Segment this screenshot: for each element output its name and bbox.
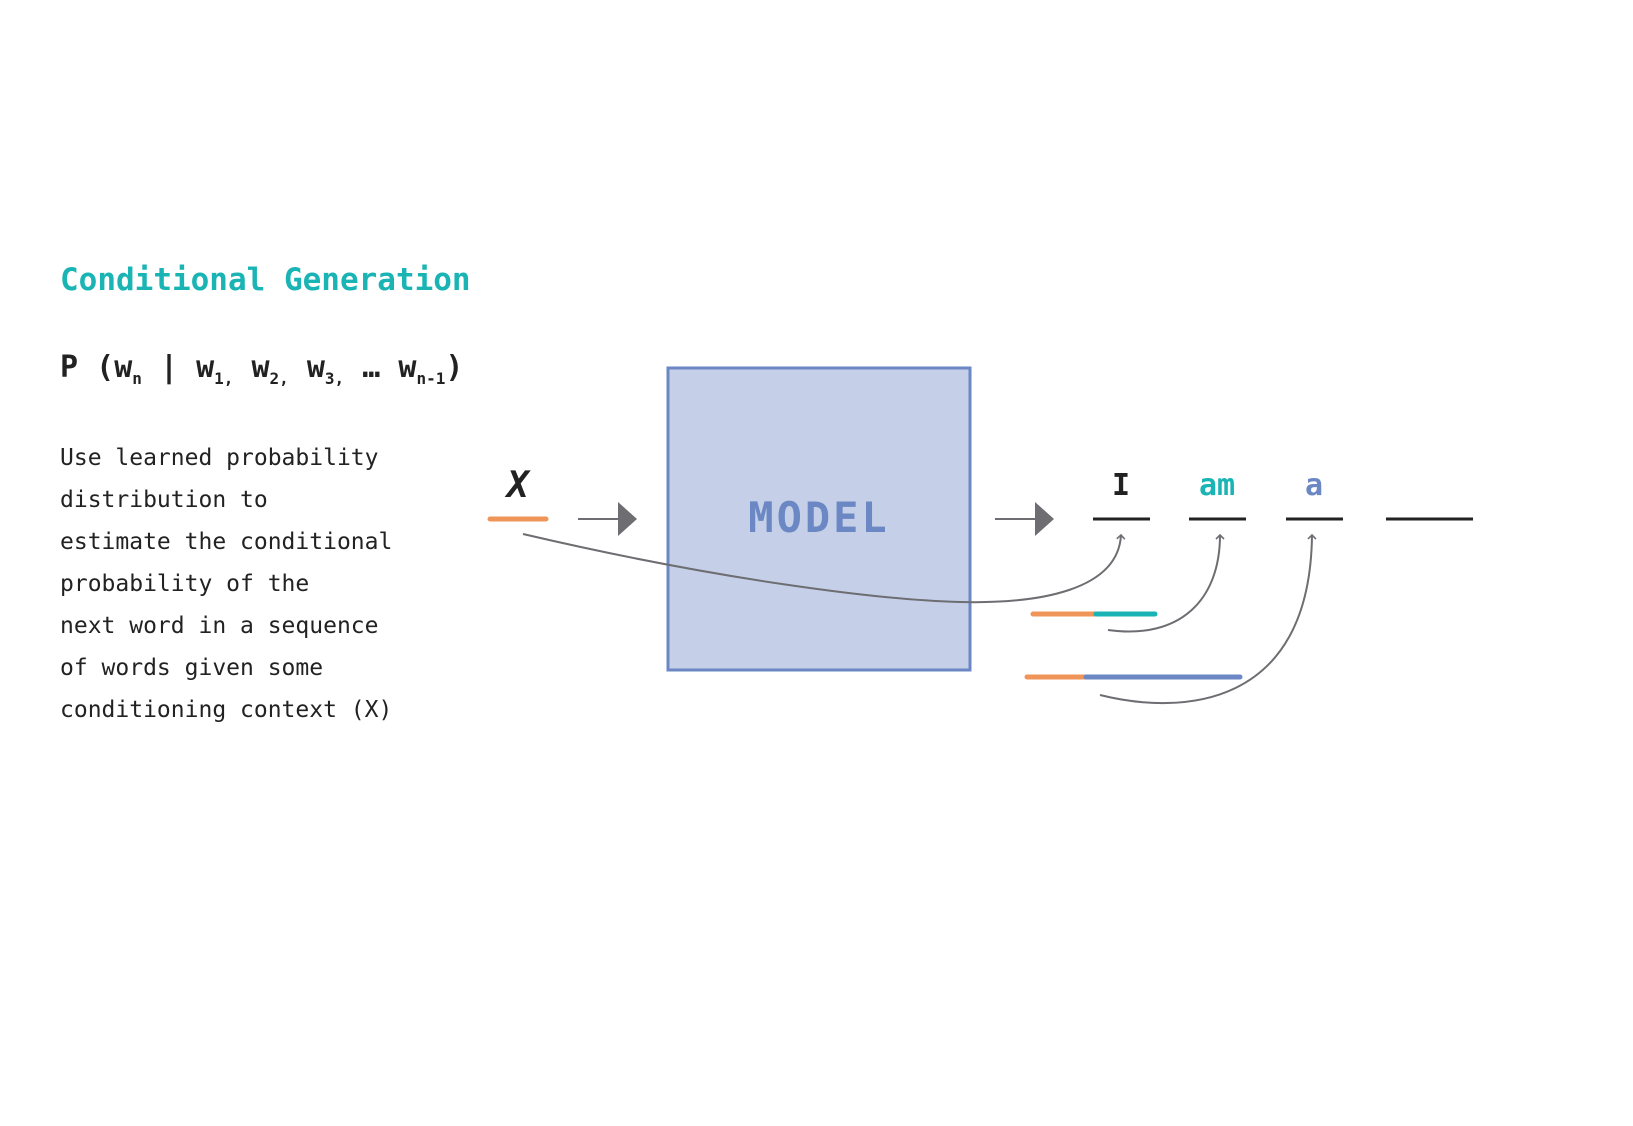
formula-w-1: w1, — [196, 350, 234, 388]
curve-x-to-i — [522, 533, 1126, 604]
description-line: next word in a sequence — [60, 613, 379, 639]
curve-to-am — [1107, 533, 1225, 633]
description-line: distribution to — [60, 487, 268, 513]
description-line: conditioning context (X) — [60, 697, 393, 723]
curve-to-a — [1099, 533, 1317, 705]
formula-w-3: w3, — [306, 350, 345, 388]
formula-open-paren: ( — [96, 350, 115, 385]
diagram-title: Conditional Generation — [60, 262, 471, 298]
formula-p: P — [60, 350, 79, 385]
formula-close-paren: ) — [445, 350, 464, 385]
input-arrow — [578, 502, 637, 536]
description-line: probability of the — [60, 571, 310, 597]
description-text: Use learned probability distribution to … — [60, 437, 440, 731]
formula-ellipsis: … — [362, 350, 381, 385]
output-word-am: am — [1198, 468, 1236, 503]
formula-w-n: wn — [114, 350, 142, 388]
model-label: MODEL — [748, 492, 890, 542]
formula-w-2: w2, — [251, 350, 289, 388]
probability-formula: P (wn | w1, w2, w3, … wn-1) — [60, 350, 464, 388]
input-label-x: X — [507, 465, 529, 506]
description-line: of words given some — [60, 655, 324, 681]
model-box — [666, 366, 972, 672]
output-arrow — [995, 502, 1054, 536]
description-line: Use learned probability — [60, 445, 379, 471]
formula-given-bar: | — [159, 350, 179, 385]
formula-w-n-minus-1: wn-1 — [398, 350, 446, 388]
description-line: estimate the conditional — [60, 529, 393, 555]
output-word-i: I — [1111, 468, 1131, 503]
output-word-a: a — [1304, 468, 1324, 503]
